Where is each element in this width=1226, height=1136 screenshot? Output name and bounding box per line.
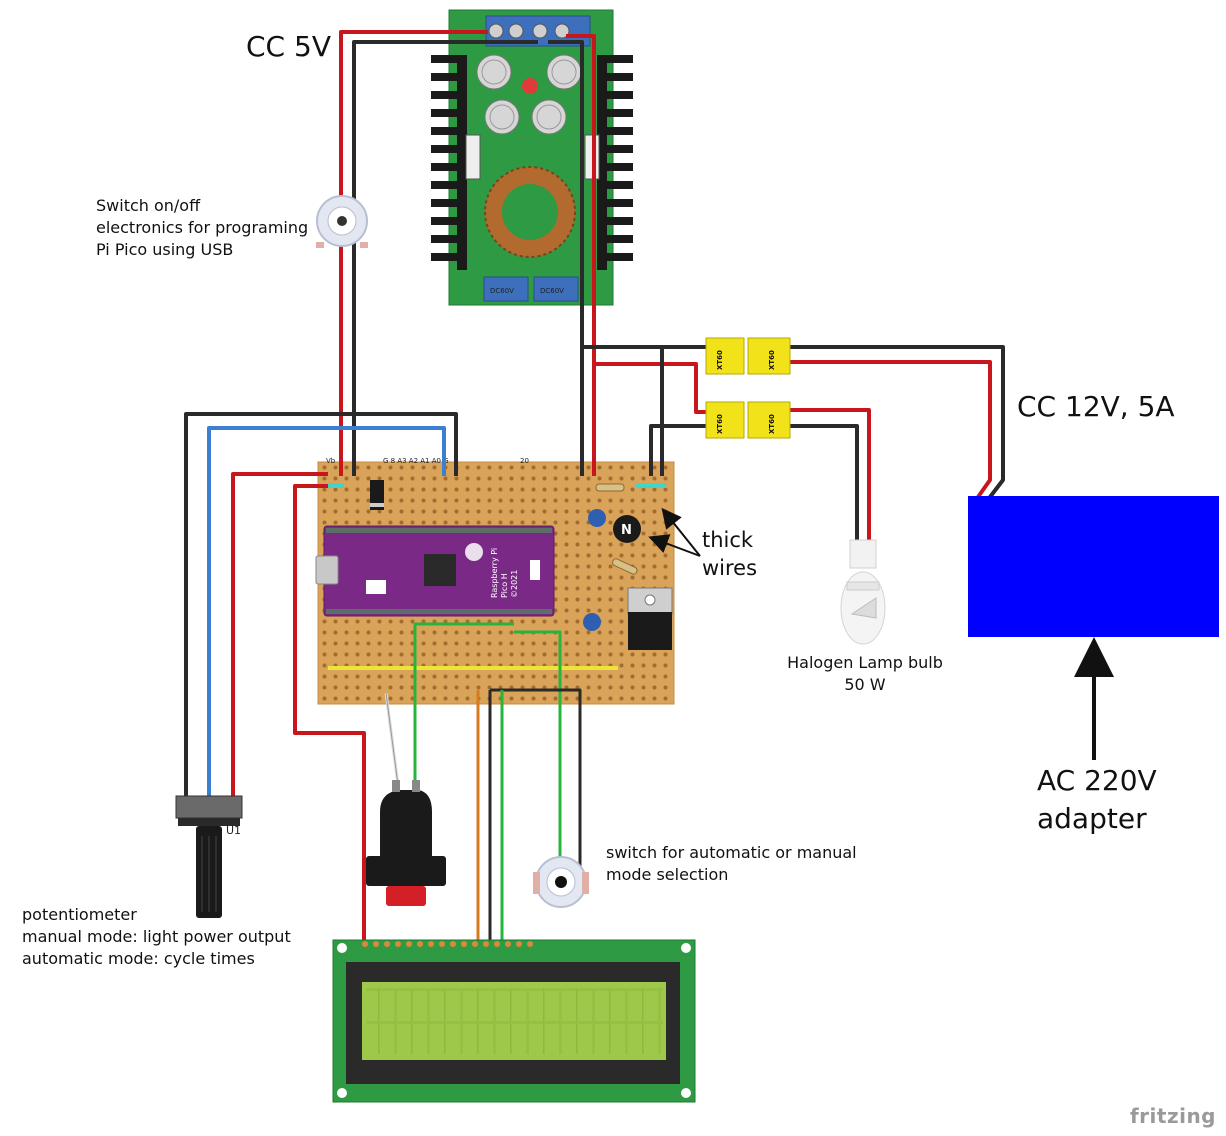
label-ac-adapter: AC 220V adapter [1037, 764, 1157, 835]
thick-wires-arrow [661, 507, 701, 557]
wire-button-red [293, 484, 366, 945]
xt60-label: XT60 [768, 414, 776, 434]
lcd-display [332, 939, 696, 1103]
diode [370, 480, 384, 510]
wire-lamp-black [790, 424, 859, 540]
usb-power-switch [316, 195, 368, 248]
wire-pot-black [184, 412, 458, 796]
resistor [595, 483, 625, 492]
wires [184, 30, 1005, 945]
wire-12v-black-buck [548, 40, 584, 476]
xt60-label: XT60 [716, 350, 724, 370]
heatsink-left [431, 55, 467, 270]
pot-reference-label: U1 [226, 824, 241, 837]
raspberry-pi-pico: Raspberry Pi Pico H ©2021 [315, 525, 555, 617]
svg-text:G 8 A3 A2 A1 A0 G: G 8 A3 A2 A1 A0 G [383, 457, 449, 465]
wire-12v-red-buck [566, 34, 596, 476]
pico-silkscreen-label: ©2021 [510, 570, 519, 598]
svg-text:20: 20 [520, 457, 529, 465]
wire-pot-blue [207, 426, 446, 796]
wire-adapter-red [790, 360, 992, 499]
halogen-lamp-bulb [840, 539, 886, 645]
thick-wire-left [328, 483, 344, 488]
svg-text:Vb: Vb [326, 457, 336, 465]
lcd-pins [362, 941, 533, 947]
potentiometer: U1 [175, 795, 243, 918]
ceramic-capacitor [588, 509, 606, 527]
wire-branch-red [594, 362, 708, 414]
mode-selection-switch [533, 856, 589, 908]
transistor-n: N [613, 515, 641, 543]
thick-wires-arrow [648, 534, 701, 557]
thick-wire-right [636, 483, 666, 488]
svg-text:N: N [621, 523, 632, 538]
wire-pot-red [231, 472, 328, 796]
fritzing-watermark: fritzing [1129, 1104, 1216, 1128]
buck-converter-module: DC60V DC60V [431, 9, 633, 306]
xt60-connectors: XT60 XT60 XT60 XT60 [705, 337, 791, 439]
capacitor [476, 54, 582, 135]
pico-silkscreen-label: Raspberry Pi [490, 548, 499, 598]
ac-adapter-box [968, 496, 1219, 637]
label-usb-switch: Switch on/off electronics for programing… [96, 196, 309, 259]
wire-lamp-red [790, 408, 871, 540]
led-indicator [522, 78, 538, 94]
wire-adapter-black [790, 345, 1005, 499]
heatsink-right [597, 55, 633, 270]
perfboard-components: N [328, 480, 673, 650]
mosfet [627, 587, 673, 650]
label-halogen-lamp: Halogen Lamp bulb 50 W [787, 653, 943, 694]
label-cc-12v: CC 12V, 5A [1017, 390, 1175, 423]
xt60-label: XT60 [768, 350, 776, 370]
push-button [366, 780, 446, 906]
ceramic-capacitor [583, 613, 601, 631]
wire-button-green [413, 622, 514, 785]
rp2040-chip [424, 554, 456, 586]
label-cc-5v: CC 5V [246, 30, 331, 63]
label-thick-wires: thick wires [702, 528, 758, 580]
label-potentiometer: potentiometer manual mode: light power o… [22, 905, 291, 968]
svg-text:DC60V: DC60V [490, 287, 514, 295]
svg-text:DC60V: DC60V [540, 287, 564, 295]
raspberry-logo [465, 543, 483, 561]
label-mode-switch: switch for automatic or manual mode sele… [606, 843, 857, 884]
usb-port [315, 555, 339, 585]
wire-5v-black [352, 40, 538, 476]
wire-5v-red [339, 30, 488, 476]
wire-switch-black [490, 688, 582, 880]
wire-switch-green [514, 630, 562, 880]
toroid-inductor [484, 166, 576, 258]
wire-button-white-edge [385, 692, 399, 786]
pico-silkscreen-label: Pico H [500, 573, 509, 598]
wire-lamp-return-black [649, 424, 706, 476]
xt60-label: XT60 [716, 414, 724, 434]
resistor [612, 558, 638, 575]
